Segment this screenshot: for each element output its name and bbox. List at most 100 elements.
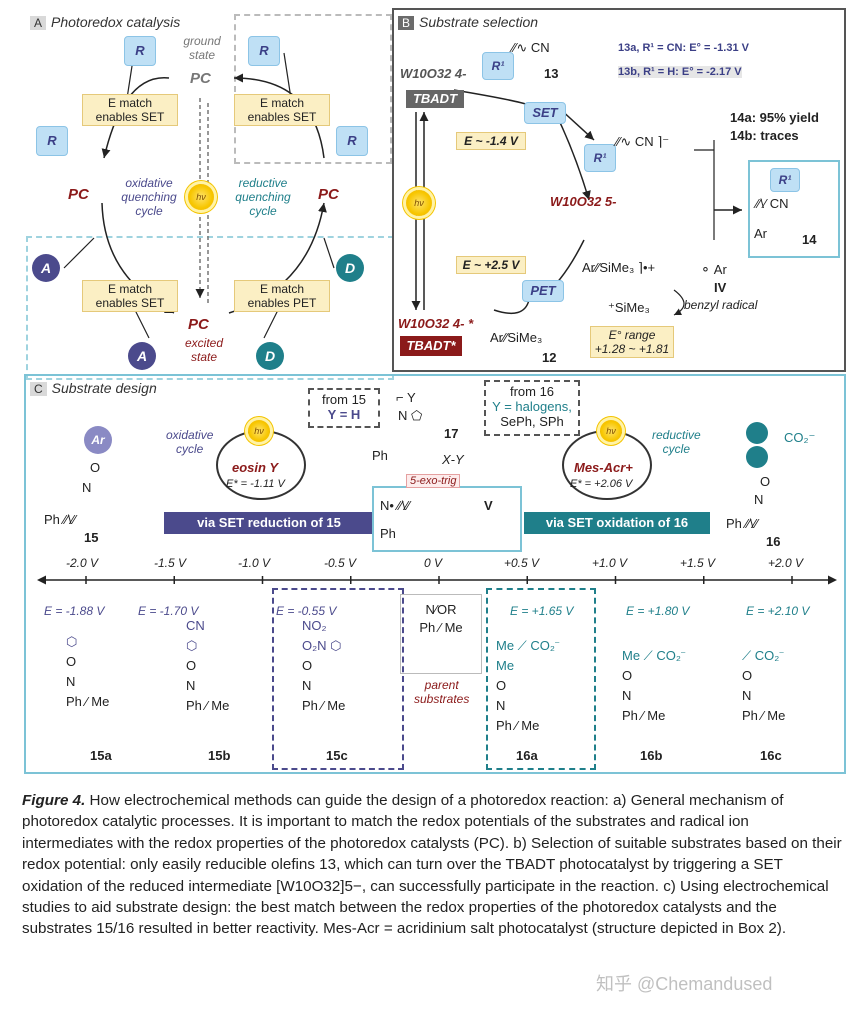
potential-16c: E = +2.10 V: [746, 604, 810, 618]
hv-label: hν: [414, 198, 424, 208]
watermark: 知乎 @Chemandused: [596, 974, 773, 994]
figure-caption: Figure 4. How electrochemical methods ca…: [22, 790, 842, 940]
r-top-right: R: [248, 36, 280, 66]
label-15c: 15c: [326, 748, 348, 763]
o-atom-16: O: [760, 474, 771, 489]
label-13a: 13a, R¹ = CN: E° = -1.31 V: [618, 42, 749, 54]
match-line2: enables SET: [95, 110, 165, 124]
eosin-label: eosin Y: [232, 460, 279, 475]
r-label: R: [347, 133, 357, 148]
benzyl-radical-icon: ⚬ Ar: [700, 262, 727, 277]
r1-product: R¹: [770, 168, 800, 192]
v-ph: Ph: [380, 526, 396, 541]
highlight-15c: [272, 588, 404, 770]
label-15a: 15a: [90, 748, 112, 763]
ar-circle: Ar: [84, 426, 112, 454]
ph-16: Ph ⁄⁄\⁄⁄: [726, 516, 758, 531]
tick-label: -1.5 V: [154, 556, 187, 570]
label-iv: IV: [714, 280, 727, 295]
pyrroline-ring: N ⬠: [398, 408, 423, 423]
pc-left: PC: [68, 186, 89, 203]
donor-circle-bottom: D: [256, 342, 284, 370]
label-v: V: [484, 498, 493, 513]
substrate-12: Ar⁄⁄SiMe₃: [490, 330, 543, 345]
highlight-16a: [486, 588, 596, 770]
set-box: SET: [524, 102, 566, 124]
match-line2: enables SET: [247, 110, 317, 124]
eox-line2: +1.28 ~ +1.81: [594, 342, 670, 356]
tbadt-box: TBADT: [406, 90, 464, 108]
label-16b: 16b: [640, 748, 663, 763]
reductive-cycle-c: reductive cycle: [652, 428, 701, 456]
match-line1: E match: [259, 96, 304, 110]
teal-substituent-icon: [746, 422, 768, 444]
label-16a: 16a: [516, 748, 538, 763]
label-15: 15: [84, 530, 99, 545]
product-17: ⌐ Y: [396, 390, 416, 405]
rc-l1: reductive: [652, 428, 701, 442]
panel-a-title: Photoredox catalysis: [51, 14, 181, 30]
acceptor-circle-bottom: A: [128, 342, 156, 370]
a-label: A: [40, 260, 52, 276]
e-plus-box: E ~ +2.5 V: [456, 256, 526, 274]
tick-label: -1.0 V: [238, 556, 271, 570]
from-16-box: from 16 Y = halogens, SePh, SPh: [484, 380, 580, 436]
potential-15c: E = -0.55 V: [276, 604, 337, 618]
tick-label: -0.5 V: [324, 556, 357, 570]
potential-15a: E = -1.88 V: [44, 604, 105, 618]
panel-c-title: Substrate design: [51, 380, 157, 396]
match-line1: E match: [259, 282, 304, 296]
compound-labels: 15a 15b 15c 16a 16b 16c: [26, 748, 846, 768]
oc-l2: cycle: [176, 442, 204, 456]
parent-label: parent substrates: [414, 678, 469, 706]
v-structure: N• ⁄⁄\⁄⁄: [380, 498, 410, 513]
light-icon: hν: [188, 184, 214, 210]
match-set-bottom: E match enables SET: [82, 280, 178, 312]
r1-olefin: R¹: [482, 52, 514, 80]
match-pet-bottom: E match enables PET: [234, 280, 330, 312]
a-label: A: [136, 348, 148, 364]
potential-axis: [37, 575, 837, 585]
light-icon-c2: hν: [600, 420, 622, 442]
yield-14b: 14b: traces: [730, 128, 799, 143]
n-atom: N: [82, 480, 92, 495]
from15-l2: Y = H: [327, 407, 361, 422]
parent-l1: parent: [424, 678, 459, 692]
intermediate-v-box: 5-exo-trig N• ⁄⁄\⁄⁄ Ph V: [372, 474, 522, 552]
label-16c: 16c: [760, 748, 782, 763]
d-label: D: [344, 260, 356, 276]
product-structure: ⁄⁄\⁄ CN: [756, 196, 789, 211]
panel-b-tag: B: [398, 16, 415, 30]
ph-15: Ph ⁄⁄\⁄⁄: [44, 512, 76, 527]
ph-17: Ph: [372, 448, 388, 463]
reductive-cycle-label: reductive quenching cycle: [230, 176, 296, 218]
r-label: R: [47, 133, 57, 148]
eox-range-box: E° range +1.28 ~ +1.81: [590, 326, 674, 358]
panel-b-header: B Substrate selection: [398, 14, 538, 30]
panel-b-title: Substrate selection: [419, 14, 539, 30]
substrate-15: Ar O N Ph ⁄⁄\⁄⁄ 15: [44, 426, 154, 546]
w10o32-5: W10O32 5-: [550, 194, 617, 209]
label-13b: 13b, R¹ = H: E° = -2.17 V: [618, 66, 742, 78]
pc-ground: PC: [190, 70, 211, 87]
donor-circle-top: D: [336, 254, 364, 282]
match-line1: E match: [107, 96, 152, 110]
panel-a-header: A Photoredox catalysis: [30, 14, 180, 30]
panel-a-tag: A: [30, 16, 47, 30]
xy-label: X-Y: [442, 452, 464, 467]
from15-l1: from 15: [321, 392, 367, 407]
match-line2: enables SET: [95, 296, 165, 310]
product-ar: Ar: [754, 226, 767, 241]
light-icon-b: hν: [406, 190, 432, 216]
o-atom: O: [90, 460, 101, 475]
r-radical-cation: R: [36, 126, 68, 156]
acceptor-circle-top: A: [32, 254, 60, 282]
ox-l1: oxidative: [125, 176, 173, 190]
match-line1: E match: [107, 282, 152, 296]
ox-l2: quenching: [121, 190, 177, 204]
